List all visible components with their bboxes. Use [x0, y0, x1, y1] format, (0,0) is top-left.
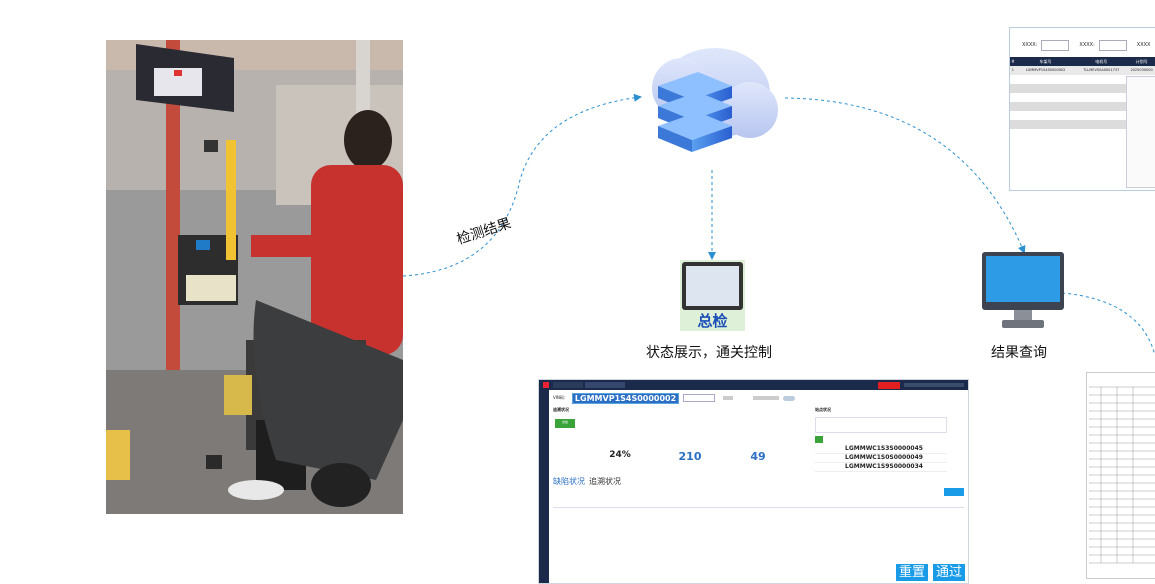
inspection-photo — [106, 40, 403, 514]
inspection-app-screenshot: VIN码： LGMMVP1S4S0000002 追溯状况 合格 24% 210 … — [538, 379, 969, 584]
vin-row: VIN码： LGMMVP1S4S0000002 — [553, 392, 964, 404]
result-table-panel: XXXX: XXXX: XXXX # 车架号 电机号 计划号 1 LGMMVP1… — [1009, 27, 1155, 191]
monitor-icon — [982, 252, 1064, 332]
report-document — [1086, 372, 1155, 579]
zongjian-terminal: 总检 — [680, 260, 745, 331]
tab-trace[interactable]: 追溯状况 — [589, 477, 621, 486]
table-row[interactable]: 1 LGMMVP1S4S0000002 TLLMEVS0A0001737 202… — [1010, 66, 1155, 75]
result-query-label: 结果查询 — [991, 345, 1047, 361]
filter-input-2[interactable] — [1098, 39, 1127, 51]
station-panel-title: 站点状况 — [815, 407, 831, 412]
status-display-label: 状态展示，通关控制 — [646, 345, 772, 361]
table-header: # 车架号 电机号 计划号 — [1010, 57, 1155, 66]
cloud-server-icon — [630, 28, 780, 168]
list-item[interactable]: LGMMWC1S0S0000049 — [815, 454, 947, 463]
app-topbar — [539, 380, 968, 390]
pass-flag: 合格 — [555, 419, 575, 428]
progress-stat: 24% — [609, 450, 631, 460]
filter-input-1[interactable] — [1041, 39, 1070, 51]
trace-panel-title: 追溯状况 — [553, 407, 569, 412]
tab-defect[interactable]: 缺陷状况 — [553, 477, 585, 486]
filter-label-2: XXXX: — [1079, 42, 1095, 48]
filter-label-1: XXXX: — [1022, 42, 1038, 48]
total-stat: 210 — [678, 450, 702, 463]
app-sidebar — [539, 390, 549, 583]
reset-button[interactable]: 重置 — [896, 564, 929, 581]
list-item[interactable]: LGMMWC1S9S0000034 — [815, 463, 947, 472]
pass-button[interactable]: 通过 — [933, 564, 966, 581]
vin-input[interactable]: LGMMVP1S4S0000002 — [571, 392, 680, 404]
vin-list: LGMMWC1S3S0000045 LGMMWC1S0S0000049 LGMM… — [815, 445, 947, 472]
zongjian-label: 总检 — [697, 312, 728, 330]
completed-stat: 49 — [750, 450, 766, 463]
filter-label-3: XXXX — [1136, 42, 1151, 48]
list-item[interactable]: LGMMWC1S3S0000045 — [815, 445, 947, 454]
defect-table-header — [553, 498, 964, 508]
vin-label: VIN码： — [553, 395, 568, 400]
